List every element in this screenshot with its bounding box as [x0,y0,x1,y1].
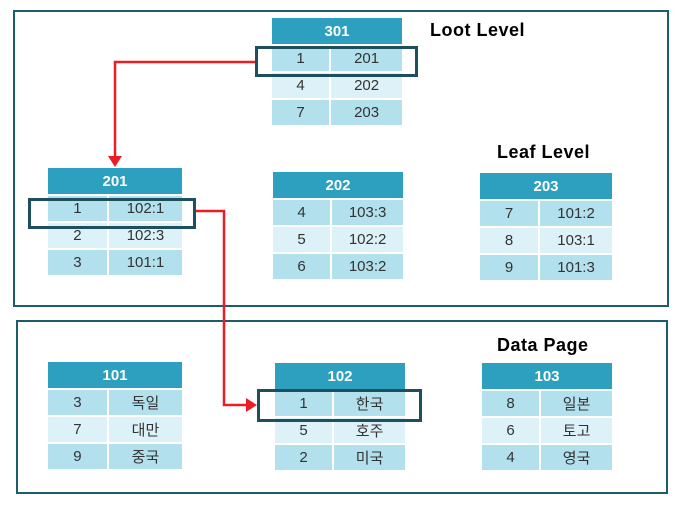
row-value: 103:3 [348,204,387,221]
table-row: 3 독일 [48,390,182,415]
row-key: 6 [273,254,333,279]
index-page-table-203: 203 7 101:2 8 103:1 9 101:3 [480,173,612,280]
table-row: 5 호주 [275,418,405,443]
row-value: 중국 [131,449,160,466]
page-number-header: 103 [482,363,612,389]
row-key: 1 [275,391,335,416]
row-value: 202 [354,77,380,94]
table-row: 3 101:1 [48,250,182,275]
table-row: 6 토고 [482,418,612,443]
table-row: 1 201 [272,46,402,71]
row-key: 3 [48,390,109,415]
index-page-table-301: 301 1 201 4 202 7 203 [272,18,402,125]
row-key: 5 [273,227,333,252]
row-key: 8 [482,391,542,416]
row-key: 6 [482,418,542,443]
table-row: 9 중국 [48,444,182,469]
table-row: 2 미국 [275,445,405,470]
table-row: 7 101:2 [480,201,612,226]
page-number-header: 102 [275,363,405,389]
page-number-header: 101 [48,362,182,388]
data-page-section-border [16,320,668,494]
root-level-label: Loot Level [430,20,526,40]
row-key: 2 [48,223,109,248]
row-key: 4 [482,445,542,470]
row-value: 미국 [355,450,384,467]
highlight-box-301-row1 [255,46,418,77]
row-key: 4 [272,73,332,98]
row-value: 101:1 [126,254,165,271]
table-row: 4 영국 [482,445,612,470]
table-row: 6 103:2 [273,254,403,279]
row-key: 7 [48,417,109,442]
data-page-table-102: 102 1 한국 5 호주 2 미국 [275,363,405,470]
row-value: 201 [354,50,380,67]
row-value: 토고 [562,423,591,440]
row-value: 101:3 [557,259,595,276]
table-row: 8 103:1 [480,228,612,253]
row-value: 103:1 [557,232,595,249]
table-row: 7 203 [272,100,402,125]
index-levels-section-border [13,10,669,307]
table-row: 4 103:3 [273,200,403,225]
leaf-level-label: Leaf Level [497,142,591,162]
page-number-header: 202 [273,172,403,198]
row-key: 4 [273,200,333,225]
table-row: 9 101:3 [480,255,612,280]
row-value: 한국 [355,396,384,413]
page-number-header: 201 [48,168,182,194]
row-key: 8 [480,228,541,253]
table-row: 8 일본 [482,391,612,416]
row-key: 5 [275,418,335,443]
data-page-table-101: 101 3 독일 7 대만 9 중국 [48,362,182,469]
row-key: 7 [272,100,332,125]
row-value: 103:2 [348,258,387,275]
row-value: 101:2 [557,205,595,222]
row-key: 7 [480,201,541,226]
index-page-table-202: 202 4 103:3 5 102:2 6 103:2 [273,172,403,279]
table-row: 4 202 [272,73,402,98]
row-key: 1 [272,46,332,71]
row-value: 호주 [355,423,384,440]
row-value: 독일 [131,395,160,412]
row-key: 9 [480,255,541,280]
page-number-header: 203 [480,173,612,199]
row-key: 2 [275,445,335,470]
row-key: 9 [48,444,109,469]
row-key: 3 [48,250,109,275]
data-page-label: Data Page [497,335,589,355]
row-value: 영국 [562,450,591,467]
page-number-header: 301 [272,18,402,44]
row-value: 대만 [131,422,160,439]
table-row: 5 102:2 [273,227,403,252]
data-page-table-103: 103 8 일본 6 토고 4 영국 [482,363,612,470]
row-value: 102:2 [348,231,387,248]
table-row: 1 한국 [275,391,405,416]
row-value: 102:1 [126,200,165,217]
highlight-box-201-row1 [28,198,196,229]
highlight-box-102-row1 [257,389,422,422]
row-value: 102:3 [126,227,165,244]
row-key: 1 [48,196,109,221]
row-value: 일본 [562,396,591,413]
table-row: 7 대만 [48,417,182,442]
row-value: 203 [354,104,380,121]
